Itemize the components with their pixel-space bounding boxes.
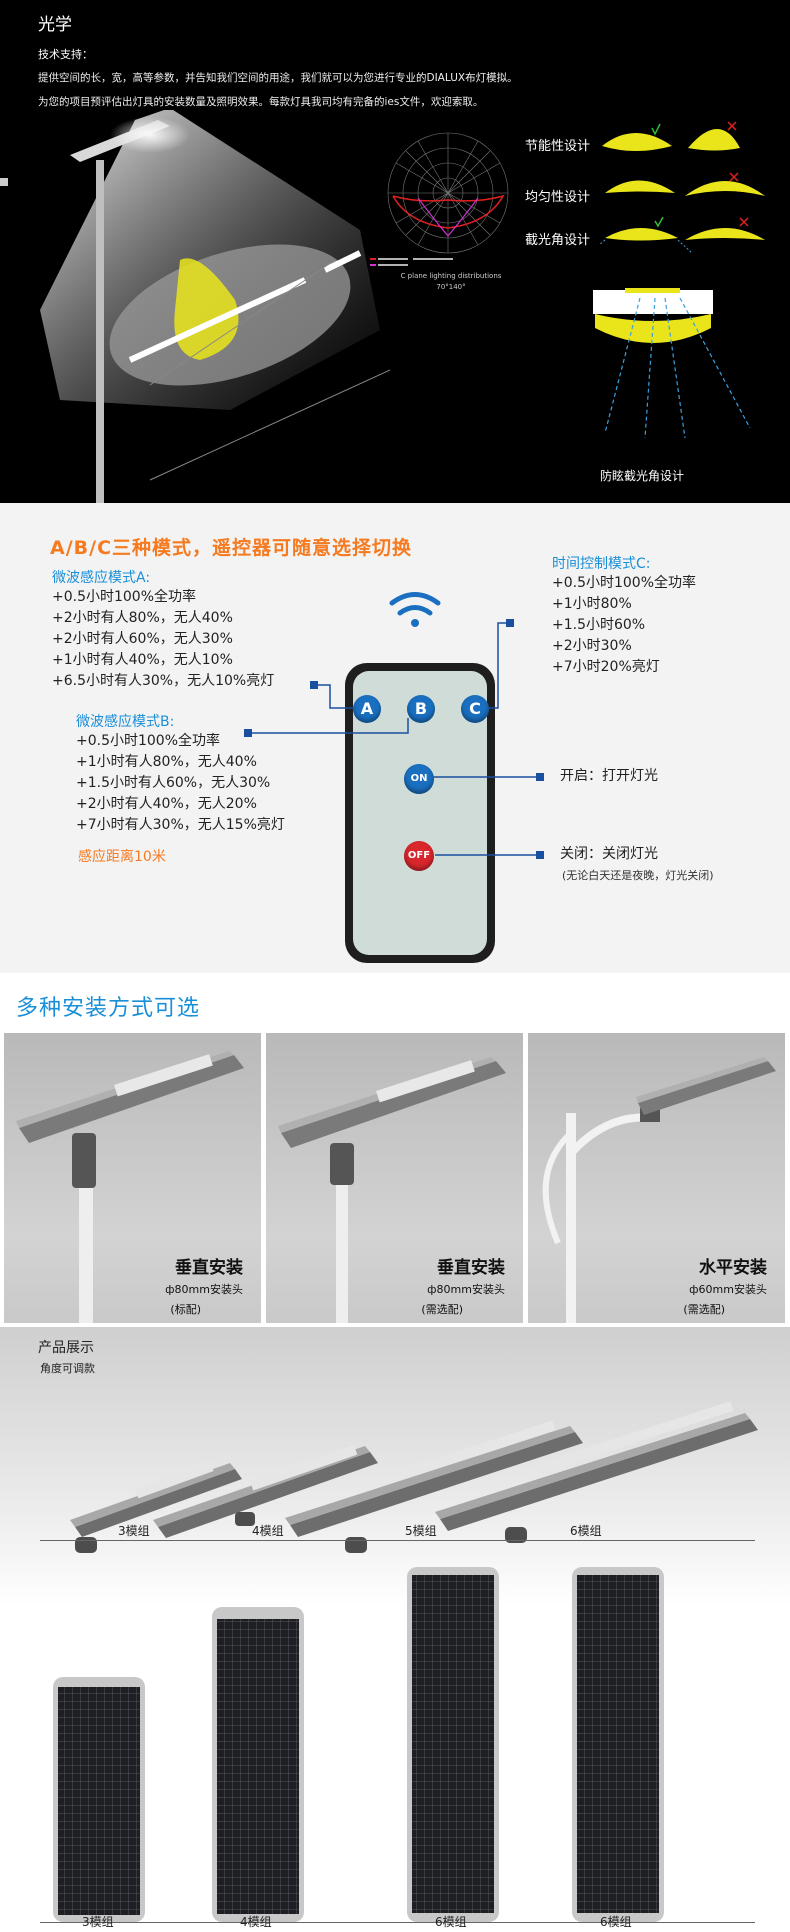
panel-label: 6模组: [600, 1915, 632, 1929]
remote-control: [244, 592, 544, 963]
mode-a-line: +0.5小时100%全功率: [52, 589, 197, 605]
mode-a-line: +1小时有人40%，无人10%: [52, 652, 233, 668]
design-comparison-icons: [600, 121, 765, 254]
mode-a-line: +2小时有人80%，无人40%: [52, 610, 233, 626]
polar-distribution-diagram: [370, 132, 509, 266]
install-title: 水平安装: [699, 1258, 767, 1278]
street-lamp-illustration: [40, 110, 390, 503]
mode-b-line: +1小时有人80%，无人40%: [76, 754, 257, 770]
sensing-range: 感应距离10米: [78, 849, 166, 865]
solar-panels-illustration: [53, 1567, 664, 1922]
panel-label: 4模组: [240, 1915, 272, 1929]
remote-button-on[interactable]: ON: [404, 764, 434, 794]
lamp-heads-illustration: [70, 1401, 758, 1553]
panel-6b: [572, 1567, 664, 1922]
mode-b-title: 微波感应模式B:: [76, 714, 175, 730]
product-title: 产品展示: [38, 1340, 94, 1356]
mode-b-line: +1.5小时有人60%，无人30%: [76, 775, 271, 791]
install-note: (需选配): [421, 1303, 463, 1316]
remote-button-c[interactable]: C: [461, 695, 489, 723]
remote-button-a-label: A: [360, 699, 374, 718]
energy-saving-design-label: 节能性设计: [525, 139, 591, 154]
install-note: (标配): [170, 1303, 201, 1316]
heads-divider: [40, 1540, 755, 1541]
optics-section: 光学 技术支持： 提供空间的长，宽，高等参数，并告知我们空间的用途，我们就可以为…: [0, 0, 790, 503]
polar-angle-text: 70°140°: [436, 283, 466, 291]
mode-b-line: +2小时有人40%，无人20%: [76, 796, 257, 812]
mode-c-line: +1小时80%: [552, 596, 632, 612]
panel-6a: [407, 1567, 499, 1922]
remote-button-on-label: ON: [410, 773, 428, 784]
horizontal-mount-lamp-image: [542, 1057, 776, 1323]
wifi-signal-icon: [389, 592, 441, 616]
mode-c-lines: +0.5小时100%全功率 +1小时80% +1.5小时60% +2小时30% …: [552, 573, 696, 678]
lamp-head-5: [285, 1420, 583, 1553]
off-label: 关闭：关闭灯光: [560, 846, 658, 862]
mode-c-line: +0.5小时100%全功率: [552, 575, 697, 591]
vertical-mount-lamp-image: [278, 1057, 506, 1323]
polar-caption-text: C plane lighting distributions: [400, 272, 502, 280]
remote-button-b-label: B: [414, 699, 428, 718]
off-note: (无论白天还是夜晚，灯光关闭): [562, 869, 714, 882]
mode-c-line: +2小时30%: [552, 638, 632, 654]
panel-4: [212, 1607, 304, 1922]
install-card-vertical-optional: 垂直安装 ф80mm安装头 (需选配): [266, 1033, 523, 1323]
tech-support-label: 技术支持：: [38, 48, 93, 61]
install-note: (需选配): [683, 1303, 725, 1316]
panel-label: 6模组: [435, 1915, 467, 1929]
on-label: 开启：打开灯光: [560, 768, 658, 784]
install-title: 垂直安装: [175, 1258, 243, 1278]
mode-a-title: 微波感应模式A:: [52, 570, 151, 586]
mode-b-lines: +0.5小时100%全功率 +1小时有人80%，无人40% +1.5小时有人60…: [76, 731, 285, 836]
install-options: 垂直安装 ф80mm安装头 (标配) 垂直安装 ф80mm安装头 (需选配) 水…: [4, 1033, 786, 1323]
panels-divider: [40, 1922, 755, 1923]
uniformity-design-label: 均匀性设计: [525, 190, 591, 205]
install-card-vertical-standard: 垂直安装 ф80mm安装头 (标配): [4, 1033, 261, 1323]
remote-button-c-label: C: [469, 699, 481, 718]
mode-c-line: +1.5小时60%: [552, 617, 646, 633]
mode-b-line: +7小时有人30%，无人15%亮灯: [76, 817, 285, 833]
head-label: 6模组: [570, 1524, 602, 1538]
mode-a-line: +6.5小时有人30%，无人10%亮灯: [52, 673, 275, 689]
mode-c-line: +7小时20%亮灯: [552, 659, 660, 675]
head-label: 5模组: [405, 1524, 437, 1538]
lamp-head-6: [435, 1401, 758, 1543]
edge-mark: [0, 178, 8, 186]
anti-glare-label: 防眩截光角设计: [600, 469, 685, 483]
vertical-mount-lamp-image: [16, 1051, 244, 1323]
install-spec: ф60mm安装头: [689, 1283, 767, 1296]
install-card-horizontal-optional: 水平安装 ф60mm安装头 (需选配): [528, 1033, 785, 1323]
head-label: 4模组: [252, 1524, 284, 1538]
install-heading: 多种安装方式可选: [16, 996, 201, 1021]
tech-support-line-1: 提供空间的长，宽，高等参数，并告知我们空间的用途，我们就可以为您进行专业的DIA…: [38, 72, 518, 84]
anti-glare-diagram: [593, 288, 751, 438]
remote-heading: A/B/C三种模式，遥控器可随意选择切换: [50, 537, 413, 559]
mode-a-lines: +0.5小时100%全功率 +2小时有人80%，无人40% +2小时有人60%，…: [52, 587, 274, 692]
remote-button-off-label: OFF: [407, 850, 431, 861]
head-label: 3模组: [118, 1524, 150, 1538]
install-title: 垂直安装: [437, 1258, 505, 1278]
mode-b-line: +0.5小时100%全功率: [76, 733, 221, 749]
panel-3: [53, 1677, 145, 1922]
remote-button-off[interactable]: OFF: [404, 841, 434, 871]
cutoff-angle-design-label: 截光角设计: [525, 233, 591, 248]
mode-a-line: +2小时有人60%，无人30%: [52, 631, 233, 647]
tech-support-line-2: 为您的项目预评估出灯具的安装数量及照明效果。每款灯具我司均有完备的ies文件，欢…: [38, 96, 484, 108]
product-subtitle: 角度可调款: [40, 1362, 95, 1375]
remote-button-a[interactable]: A: [353, 695, 381, 723]
lamp-head-3: [70, 1461, 242, 1553]
optics-title: 光学: [38, 15, 72, 35]
panel-label: 3模组: [82, 1915, 114, 1929]
lamp-head-4: [153, 1445, 378, 1538]
install-spec: ф80mm安装头: [165, 1283, 243, 1296]
polar-caption: C plane lighting distributions 70°140°: [386, 272, 516, 291]
install-spec: ф80mm安装头: [427, 1283, 505, 1296]
remote-button-b[interactable]: B: [407, 695, 435, 723]
remote-mode-section: A/B/C三种模式，遥控器可随意选择切换 微波感应模式A: +0.5小时100%…: [0, 503, 790, 973]
product-showcase: 产品展示 角度可调款 3模组 4模组 5模组 6模组: [0, 1327, 790, 1932]
mode-c-title: 时间控制模式C:: [552, 556, 651, 572]
